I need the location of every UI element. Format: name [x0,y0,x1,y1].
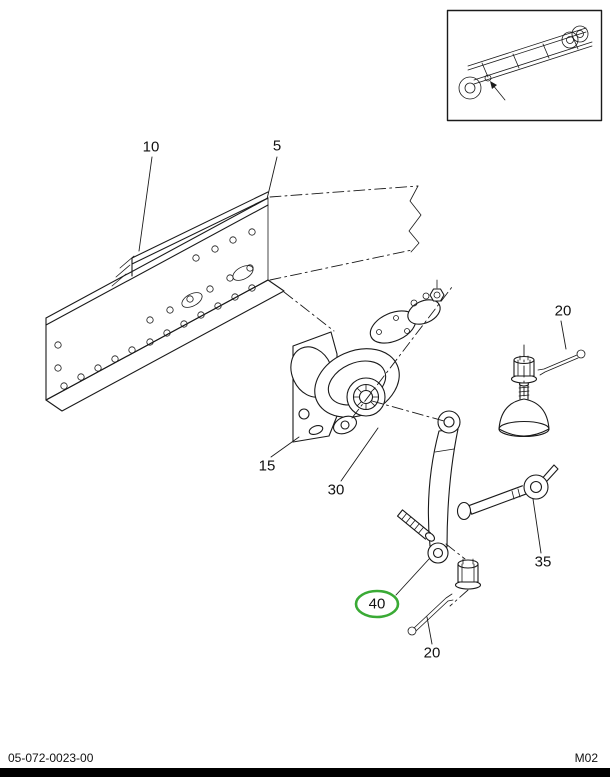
page-code: M02 [574,751,598,765]
inset-location-arrow [490,81,506,101]
callout-35[interactable]: 35 [534,553,552,571]
callout-20-upper[interactable]: 20 [554,302,572,320]
leader-lines [138,156,567,645]
cotter-pin-lower [407,593,454,636]
footer-bar [0,768,610,777]
callout-5[interactable]: 5 [272,137,282,155]
inset-chassis-thumbnail [458,25,593,101]
castle-nut-lower [454,558,482,590]
cotter-pin-upper [537,349,586,376]
assembly-centerlines [351,286,525,607]
callout-10[interactable]: 10 [142,138,160,156]
callout-20-lower[interactable]: 20 [423,644,441,662]
callout-40-selected[interactable]: 40 [368,595,386,613]
ball-stud [396,509,436,542]
frame-rail-assembly [45,185,422,412]
frame-phantom-lines [269,185,422,332]
highlight-ring [354,589,400,619]
steering-gear [290,279,445,435]
location-inset [446,9,603,122]
drag-link [456,381,559,521]
sector-shaft [346,377,386,417]
input-shaft-nut [429,279,445,302]
document-number: 05-072-0023-00 [8,751,94,765]
pitman-arm [396,410,461,564]
rail-bolt-holes [54,228,256,390]
callout-30[interactable]: 30 [327,481,345,499]
callout-15[interactable]: 15 [258,457,276,475]
